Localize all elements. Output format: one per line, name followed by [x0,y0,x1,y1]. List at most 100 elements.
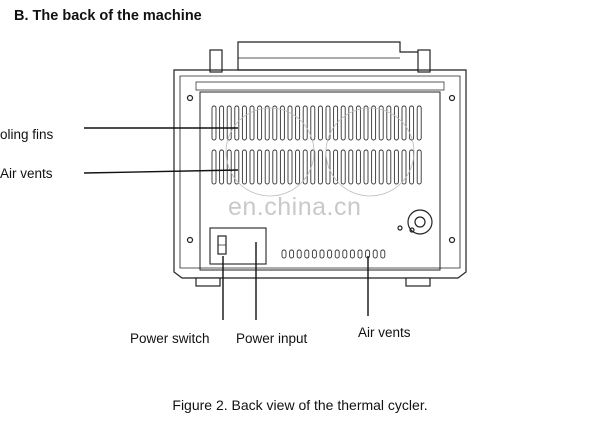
vent-slot [279,105,285,141]
cooling-fins-lower [211,149,422,185]
right-latch [417,49,431,73]
vent-slot [257,149,263,185]
vent-slot [325,149,331,185]
vent-slot [317,105,323,141]
vent-slot [409,105,415,141]
vent-slot [340,105,346,141]
vent-slot [302,149,308,185]
vent-slot [349,249,355,259]
vent-slot [363,149,369,185]
lid-outline [237,41,425,71]
vent-slot [378,149,384,185]
vent-slot [355,149,361,185]
vent-slot [279,149,285,185]
left-foot [195,277,221,287]
vent-slot [372,249,378,259]
vent-slot [289,249,295,259]
vent-slot [281,249,287,259]
vent-slot [249,149,255,185]
vent-slot [416,149,422,185]
back-panel [199,91,441,271]
vent-slot [363,105,369,141]
vent-slot [401,105,407,141]
vent-slot [234,149,240,185]
vent-slot [287,149,293,185]
vent-slot [311,249,317,259]
vent-slot [325,105,331,141]
vent-slot [348,105,354,141]
label-cooling-fins: oling fins [0,127,54,142]
vent-slot [357,249,363,259]
figure-caption: Figure 2. Back view of the thermal cycle… [172,397,428,413]
vent-slot [295,105,301,141]
vent-slot [302,105,308,141]
vent-slot [348,149,354,185]
screw [186,236,194,244]
vent-slot [241,105,247,141]
vent-slot [211,149,217,185]
vent-slot [226,105,232,141]
vent-slot [219,149,225,185]
vent-slot [333,149,339,185]
power-module [209,227,267,265]
air-vent-slots [281,249,386,259]
fan-shadow-left [225,107,315,197]
vent-slot [393,149,399,185]
vent-slot [334,249,340,259]
vent-slot [249,105,255,141]
vent-slot [416,105,422,141]
vent-slot [287,105,293,141]
vent-slot [310,105,316,141]
right-foot [405,277,431,287]
vent-slot [393,105,399,141]
vent-slot [317,149,323,185]
vent-slot [319,249,325,259]
vent-slot [371,149,377,185]
label-power-input: Power input [236,331,308,346]
cooling-fins-upper [211,105,422,141]
vent-slot [241,149,247,185]
left-latch [209,49,223,73]
vent-slot [327,249,333,259]
housing-outline [173,69,467,279]
vent-slot [386,149,392,185]
screw [409,227,415,233]
vent-slot [296,249,302,259]
fan-shadow-right [325,107,415,197]
vent-slot [340,149,346,185]
label-air-vents-bottom: Air vents [358,325,411,340]
vent-slot [219,105,225,141]
vent-slot [380,249,386,259]
screw [448,94,456,102]
vent-slot [409,149,415,185]
callout-air-vents-left [83,169,239,174]
vent-slot [386,105,392,141]
label-power-switch: Power switch [130,331,210,346]
upper-panel [195,81,445,91]
vent-slot [342,249,348,259]
vent-slot [378,105,384,141]
vent-slot [272,105,278,141]
screw [186,94,194,102]
fan-hub [414,216,426,228]
fan-housing [407,209,433,235]
vent-slot [355,105,361,141]
vent-slot [226,149,232,185]
vent-slot [257,105,263,141]
vent-slot [304,249,310,259]
vent-slot [310,149,316,185]
vent-slot [333,105,339,141]
vent-slot [371,105,377,141]
vent-slot [234,105,240,141]
watermark-text: en.china.cn [228,193,362,221]
screw [397,225,403,231]
vent-slot [211,105,217,141]
label-air-vents-left: Air vents [0,166,53,181]
vent-slot [295,149,301,185]
vent-slot [264,149,270,185]
vent-slot [264,105,270,141]
vent-slot [272,149,278,185]
section-heading: B. The back of the machine [14,8,202,24]
vent-slot [401,149,407,185]
